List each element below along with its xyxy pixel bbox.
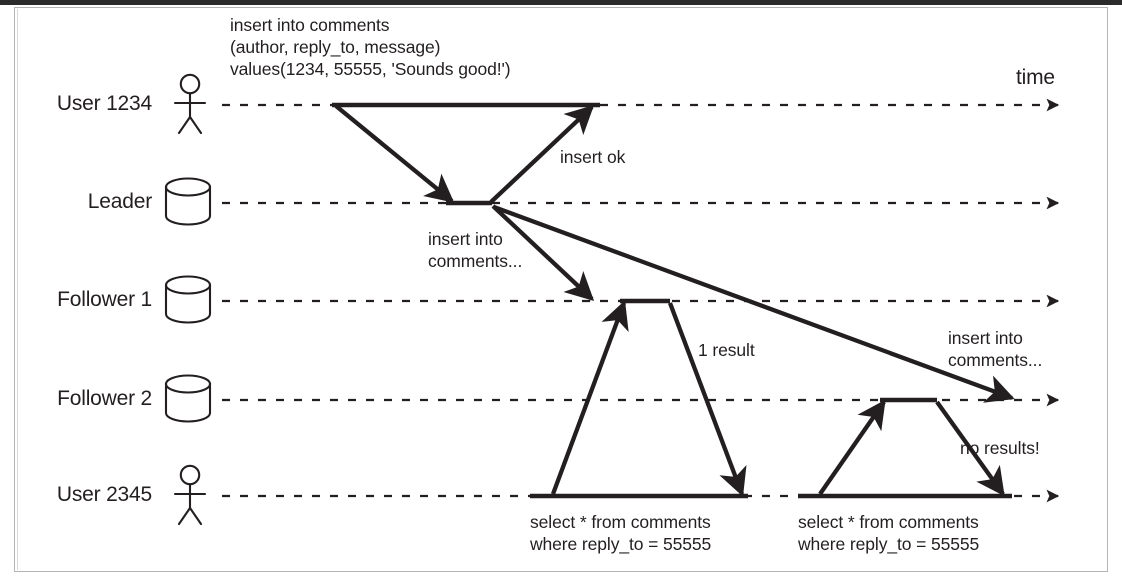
annotation-no-results: no results!	[960, 438, 1040, 458]
frame-top-rule	[0, 0, 1122, 5]
frame-inner-rule	[17, 9, 1106, 570]
arrow-select-to-follower-1	[550, 300, 629, 495]
annotation-select-second: select * from comments where reply_to = …	[798, 512, 980, 554]
arrow-one-result	[667, 302, 747, 497]
annotation-replicate-follower-1: insert into comments...	[428, 229, 523, 271]
database-cylinder-icon-leader	[164, 177, 212, 226]
arrow-no-results	[935, 400, 1005, 497]
annotation-insert-ok: insert ok	[560, 147, 626, 167]
annotation-replicate-follower-2: insert into comments...	[948, 328, 1043, 370]
participant-label-follower-2: Follower 2	[57, 387, 152, 410]
time-axis-label: time	[1016, 66, 1055, 89]
arrow-select-to-follower-2	[818, 399, 886, 496]
participant-label-user-1234: User 1234	[56, 92, 152, 115]
annotation-insert-statement: insert into comments (author, reply_to, …	[230, 15, 511, 79]
database-cylinder-icon-follower-2	[164, 374, 212, 423]
stick-figure-actor-icon-user-1234	[173, 73, 207, 135]
annotation-select-first: select * from comments where reply_to = …	[530, 512, 712, 554]
participant-label-leader: Leader	[87, 190, 152, 213]
arrow-insert-request	[334, 104, 455, 203]
stick-figure-actor-icon-user-2345	[173, 464, 207, 526]
arrow-replicate-follower-2	[493, 204, 1015, 403]
database-cylinder-icon-follower-1	[164, 275, 212, 324]
arrow-replicate-follower-1	[491, 204, 595, 301]
arrow-insert-ok	[489, 105, 595, 204]
annotation-one-result: 1 result	[698, 340, 755, 360]
participant-label-follower-1: Follower 1	[57, 288, 152, 311]
participant-label-user-2345: User 2345	[56, 483, 152, 506]
